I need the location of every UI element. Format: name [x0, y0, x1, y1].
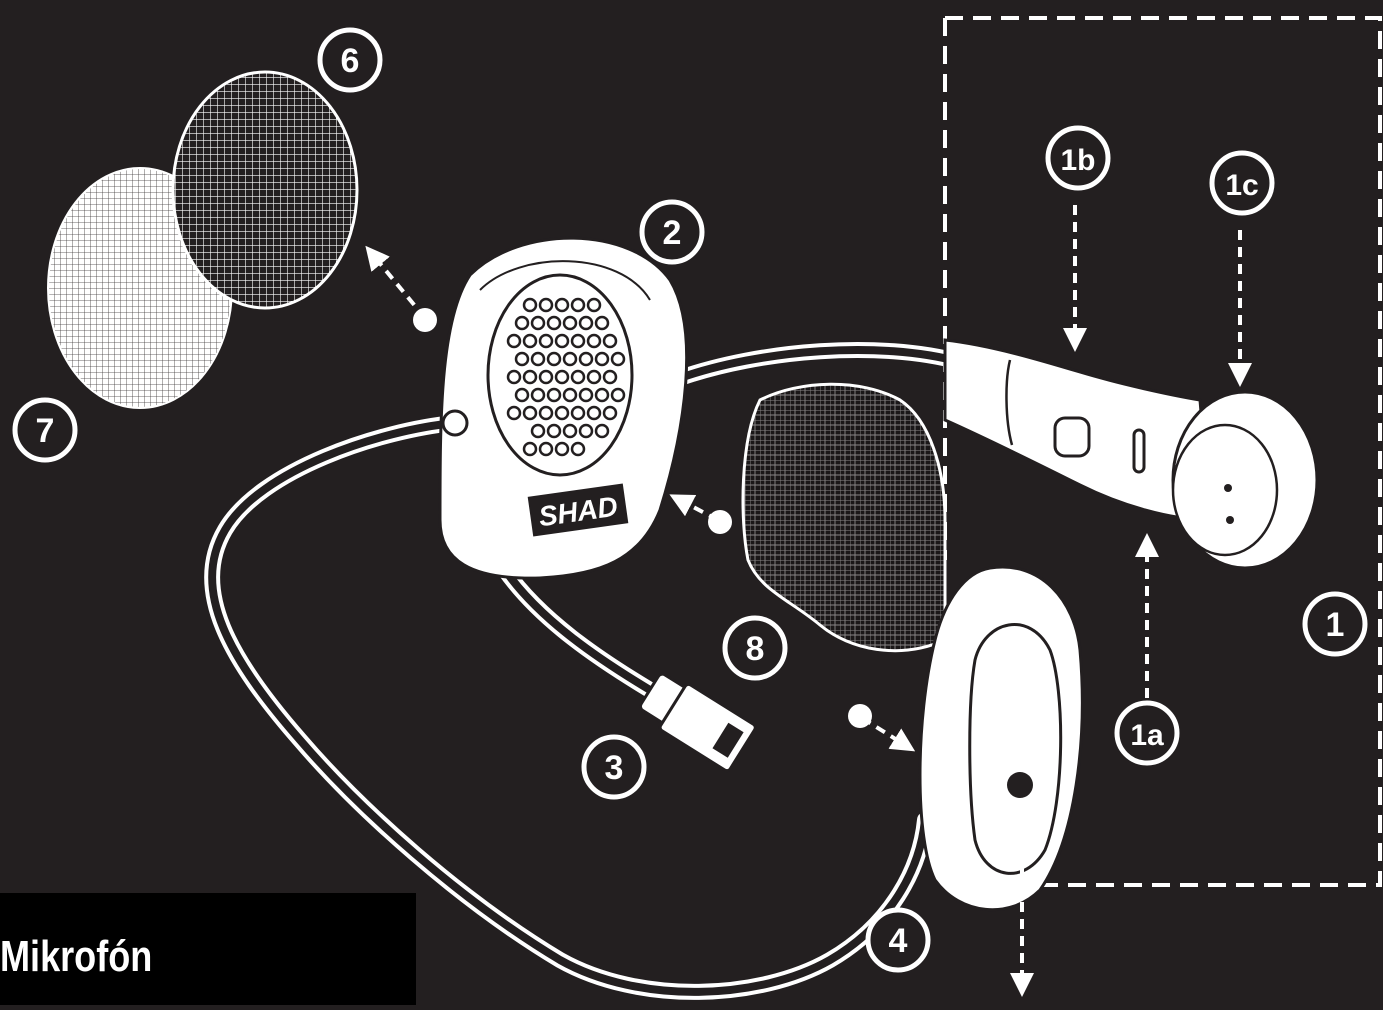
- grille-hole: [570, 297, 586, 313]
- grille-hole: [594, 423, 610, 439]
- grille-hole: [506, 405, 522, 421]
- callout-labels: [12, 27, 1368, 973]
- grille-hole: [586, 333, 602, 349]
- callout-3: [581, 734, 647, 800]
- grille-hole: [610, 351, 626, 367]
- speaker-housing-4: [918, 565, 1084, 912]
- callout-2: [639, 199, 705, 265]
- grille-hole: [602, 369, 618, 385]
- grille-hole: [578, 423, 594, 439]
- grille-hole: [554, 369, 570, 385]
- dashed-frame: [943, 16, 1382, 887]
- speaker-holes: [506, 297, 626, 457]
- grille-hole: [522, 405, 538, 421]
- grille-hole: [530, 387, 546, 403]
- callout-7-text: 7: [36, 412, 55, 450]
- grille-hole: [562, 423, 578, 439]
- speaker-2: SHAD: [438, 236, 689, 580]
- grille-hole: [530, 351, 546, 367]
- grille-hole: [554, 297, 570, 313]
- grille-hole: [594, 387, 610, 403]
- callout-2-text: 2: [663, 214, 682, 252]
- callout-1a-text: 1a: [1130, 719, 1164, 752]
- grille-hole: [586, 369, 602, 385]
- callout-6: [317, 27, 383, 93]
- grille-hole: [538, 333, 554, 349]
- grille-hole: [554, 333, 570, 349]
- grille-hole: [538, 297, 554, 313]
- callout-1-text: 1: [1326, 606, 1345, 644]
- callout-1c-text: 1c: [1225, 169, 1258, 202]
- grille-hole: [562, 351, 578, 367]
- callout-8: [722, 615, 788, 681]
- grille-hole: [522, 333, 538, 349]
- callout-4-text: 4: [889, 922, 908, 960]
- grille-hole: [610, 387, 626, 403]
- grille-hole: [554, 441, 570, 457]
- grille-hole: [570, 369, 586, 385]
- cables: [204, 342, 968, 1000]
- callout-8-text: 8: [746, 630, 765, 668]
- grille-hole: [578, 351, 594, 367]
- mesh-disc-6: [171, 70, 359, 310]
- grille-hole: [546, 387, 562, 403]
- callout-1: [1302, 591, 1368, 657]
- grille-hole: [586, 405, 602, 421]
- grille-hole: [586, 297, 602, 313]
- callout-1c: [1209, 150, 1275, 216]
- shad-logo-plate: [527, 483, 629, 537]
- grille-hole: [514, 387, 530, 403]
- grille-hole: [530, 423, 546, 439]
- grille-hole: [570, 405, 586, 421]
- caption-microphone: Mikrofón: [0, 932, 153, 981]
- grille-hole: [538, 369, 554, 385]
- callout-7: [12, 397, 78, 463]
- grille-hole: [554, 405, 570, 421]
- arrow-origin-dots: [413, 308, 872, 728]
- grille-hole: [522, 441, 538, 457]
- grille-hole: [522, 297, 538, 313]
- grille-hole: [538, 441, 554, 457]
- grille-hole: [602, 405, 618, 421]
- grille-hole: [570, 333, 586, 349]
- callout-6-text: 6: [341, 42, 360, 80]
- grille-hole: [602, 333, 618, 349]
- grille-hole: [514, 315, 530, 331]
- grille-hole: [594, 351, 610, 367]
- grille-hole: [506, 369, 522, 385]
- grille-hole: [538, 405, 554, 421]
- grille-hole: [546, 351, 562, 367]
- callout-1b-text: 1b: [1060, 144, 1095, 177]
- grille-hole: [594, 315, 610, 331]
- grille-hole: [530, 315, 546, 331]
- grille-hole: [578, 315, 594, 331]
- callout-3-text: 3: [605, 749, 624, 787]
- callout-4: [865, 907, 931, 973]
- microphone-boom-1: [943, 338, 1319, 570]
- grille-hole: [570, 441, 586, 457]
- grille-hole: [562, 315, 578, 331]
- callout-1a: [1114, 700, 1180, 766]
- usb-connector-3: [638, 672, 757, 773]
- callout-1b: [1045, 125, 1111, 191]
- grille-hole: [506, 333, 522, 349]
- caption-box: [0, 893, 416, 1005]
- grille-hole: [578, 387, 594, 403]
- grille-hole: [514, 351, 530, 367]
- grille-hole: [546, 423, 562, 439]
- grille-hole: [546, 315, 562, 331]
- grille-hole: [562, 387, 578, 403]
- foam-pad-8: [741, 382, 947, 653]
- grille-hole: [522, 369, 538, 385]
